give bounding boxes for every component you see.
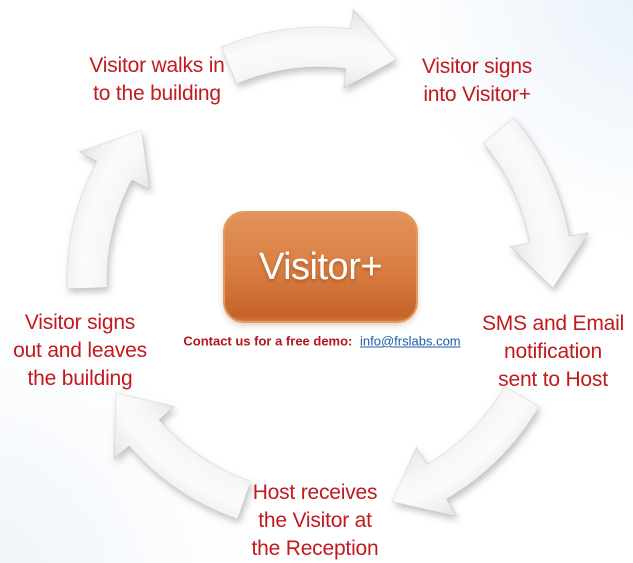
- step-line: to the building: [93, 82, 221, 105]
- step-line: notification: [504, 340, 602, 363]
- cycle-arrow-bottom-left: [89, 386, 267, 520]
- step-line: out and leaves: [13, 339, 147, 362]
- cycle-arrow-right: [447, 116, 615, 293]
- contact-email-link[interactable]: info@frslabs.com: [360, 333, 461, 349]
- contact-line: Contact us for a free demo: info@frslabs…: [183, 334, 460, 349]
- step-line: sent to Host: [498, 368, 608, 391]
- cycle-arrow-left: [61, 129, 154, 290]
- step-line: into Visitor+: [423, 83, 531, 106]
- step-visitor-signs-in: Visitor signs into Visitor+: [422, 53, 532, 109]
- step-line: Visitor signs: [421, 55, 533, 78]
- step-line: SMS and Email: [481, 312, 625, 335]
- step-host-receives-visitor: Host receives the Visitor at the Recepti…: [252, 479, 379, 563]
- step-line: Visitor walks in: [89, 54, 225, 77]
- product-name-label: Visitor+: [258, 245, 383, 288]
- cycle-arrow-top: [220, 0, 399, 127]
- contact-prefix-text: Contact us for a free demo:: [183, 333, 353, 349]
- step-visitor-walks-in: Visitor walks in to the building: [89, 52, 224, 108]
- step-line: the building: [27, 367, 133, 390]
- step-line: the Visitor at: [258, 509, 372, 532]
- step-line: the Reception: [251, 537, 379, 560]
- step-sms-email-to-host: SMS and Email notification sent to Host: [482, 310, 624, 394]
- step-line: Visitor signs: [24, 311, 136, 334]
- visitor-plus-box: Visitor+: [223, 211, 418, 323]
- step-line: Host receives: [252, 481, 378, 504]
- step-visitor-signs-out: Visitor signs out and leaves the buildin…: [13, 309, 147, 393]
